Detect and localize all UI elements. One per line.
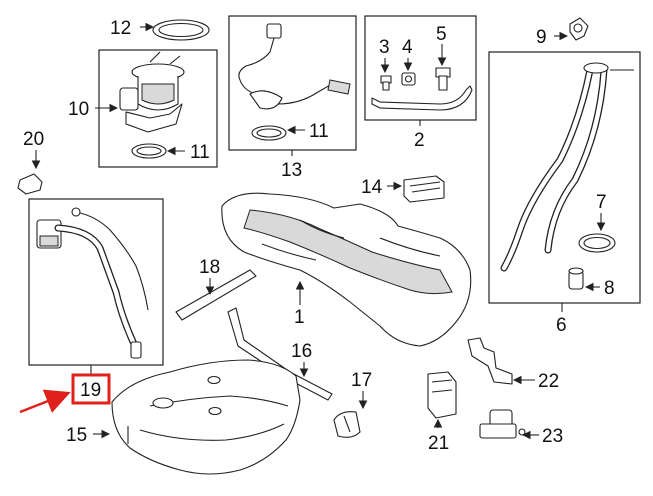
- part-11-seal-ring-sender: [251, 125, 287, 141]
- part-9-filler-cap: [569, 17, 589, 41]
- highlight-arrow: [19, 389, 71, 414]
- label-20: 20: [23, 129, 44, 150]
- part-20-clip: [17, 173, 43, 195]
- part-3-bolt: [380, 75, 392, 91]
- label-21: 21: [428, 433, 449, 454]
- part-23-valve: [479, 409, 526, 439]
- label-3: 3: [379, 37, 390, 58]
- part-16-strap: [227, 307, 333, 401]
- label-11-sender: 11: [309, 121, 329, 142]
- label-23: 23: [542, 426, 563, 447]
- label-15: 15: [66, 425, 87, 446]
- callout-labels: 12 10 11 11 13 3 4 5 2 9 7 8 6 20 14 1 1…: [23, 18, 615, 454]
- part-10-fuel-pump: [119, 51, 185, 133]
- label-14: 14: [361, 177, 383, 198]
- label-12: 12: [110, 18, 131, 39]
- part-17-clamp: [333, 411, 361, 438]
- part-6-filler-neck: [500, 62, 634, 272]
- label-9: 9: [536, 27, 547, 48]
- part-8-grommet: [568, 267, 584, 290]
- label-8: 8: [604, 278, 615, 299]
- label-2: 2: [414, 130, 425, 151]
- label-7: 7: [596, 192, 607, 213]
- part-7-seal-ring: [578, 233, 616, 253]
- part-18-bracket: [175, 269, 257, 321]
- part-4-nut: [401, 72, 416, 86]
- part-21-module: [427, 371, 457, 419]
- label-19: 19: [80, 380, 101, 401]
- part-2-strap: [371, 85, 473, 111]
- label-10: 10: [68, 99, 89, 120]
- part-14-control-unit: [403, 175, 445, 203]
- part-19-vent-hose-assembly: [36, 207, 149, 359]
- label-6: 6: [556, 315, 567, 336]
- label-17: 17: [351, 370, 372, 391]
- part-12-seal-ring: [152, 19, 210, 41]
- label-13: 13: [281, 160, 302, 181]
- highlight-box: [71, 373, 111, 405]
- part-5-bolt: [435, 67, 451, 91]
- label-22: 22: [538, 371, 559, 392]
- label-11-pump: 11: [190, 142, 210, 163]
- part-13-fuel-level-sender: [238, 23, 351, 110]
- label-18: 18: [199, 257, 220, 278]
- part-11-seal-ring-pump: [131, 143, 167, 159]
- group-box-6: [488, 51, 641, 304]
- group-box-19: [28, 198, 164, 366]
- part-1-fuel-tank: [221, 192, 472, 347]
- label-1: 1: [294, 307, 305, 328]
- part-15-saddle-tank: [111, 359, 301, 475]
- leader-lines: [31, 22, 606, 440]
- label-5: 5: [436, 24, 447, 45]
- highlight-callout-19: 19: [19, 373, 111, 414]
- label-4: 4: [402, 37, 413, 58]
- part-22-bracket: [467, 337, 513, 385]
- label-16: 16: [291, 341, 312, 362]
